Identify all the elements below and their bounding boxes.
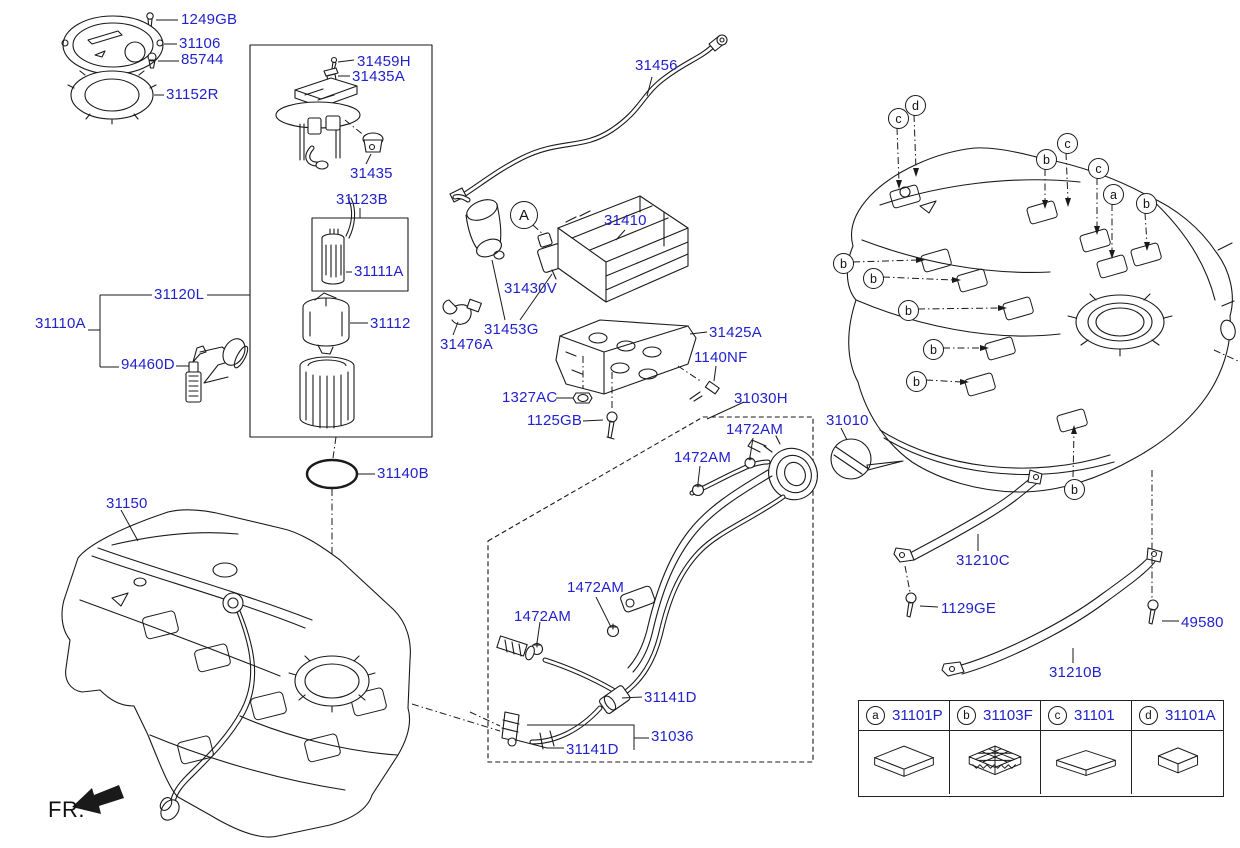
part-label-1472am-4: 1472AM (514, 608, 572, 625)
part-label-1472am-1: 1472AM (726, 421, 784, 438)
part-label-1472am-3: 1472AM (567, 579, 625, 596)
legend-part-b: 31103F (983, 707, 1033, 724)
part-label-1129ge: 1129GE (941, 600, 997, 617)
part-label-1140nf: 1140NF (694, 349, 748, 366)
legend-part-a: 31101P (892, 707, 943, 724)
pad-d-icon (1157, 746, 1198, 773)
part-label-94460d: 94460D (121, 356, 175, 373)
part-label-31141d-1: 31141D (644, 689, 697, 706)
tank-callout-c-2: c (1057, 133, 1078, 154)
fuel-cap-drawing (830, 427, 904, 480)
part-label-31435: 31435 (350, 165, 393, 182)
part-label-31150: 31150 (106, 495, 148, 512)
part-label-31425a: 31425A (709, 324, 762, 341)
tank-callout-b-7: b (906, 371, 927, 392)
part-label-31111a: 31111A (354, 263, 404, 280)
part-label-31430v: 31430V (504, 280, 557, 297)
part-label-1249gb: 1249GB (181, 11, 238, 28)
tank-callout-b-5: b (898, 300, 919, 321)
part-label-31152r: 31152R (166, 86, 219, 103)
part-label-31410: 31410 (604, 212, 647, 229)
tank-callout-b-6: b (923, 339, 944, 360)
legend-icon-pad-d (1132, 731, 1223, 794)
tank-callout-b-2: b (1136, 193, 1157, 214)
part-label-1472am-2: 1472AM (674, 449, 732, 466)
tank-callout-b-4: b (863, 268, 884, 289)
tank-band-drawing (893, 469, 1179, 677)
right-fuel-tank-drawing (846, 114, 1239, 493)
tank-callout-b-3: b (833, 253, 854, 274)
part-label-31123b: 31123B (336, 191, 388, 208)
vapor-tube-drawing (449, 34, 728, 203)
part-label-31453g: 31453G (484, 321, 539, 338)
pump-module-drawing (249, 44, 433, 438)
canister-drawing (442, 193, 720, 440)
part-label-31456: 31456 (635, 57, 678, 74)
legend-letter-a: a (866, 706, 885, 725)
part-label-31106: 31106 (179, 35, 221, 52)
part-label-31210c: 31210C (956, 552, 1010, 569)
part-label-31010: 31010 (826, 412, 869, 429)
tank-callout-b-8: b (1064, 479, 1085, 500)
part-label-31459h: 31459H (357, 53, 411, 70)
left-fuel-tank-drawing (61, 509, 501, 838)
part-label-1125gb: 1125GB (527, 412, 583, 429)
part-label-31210b: 31210B (1049, 664, 1102, 681)
tank-callout-c-3: c (1088, 158, 1109, 179)
fuel-sender-drawing (88, 294, 250, 403)
part-label-31120l: 31120L (154, 286, 205, 303)
part-label-49580: 49580 (1181, 614, 1224, 631)
part-label-31110a: 31110A (35, 315, 86, 332)
tank-callout-a-1: a (1103, 184, 1124, 205)
legend-icon-pad-a (859, 731, 950, 794)
part-label-1327ac: 1327AC (502, 389, 558, 406)
filler-pipe-drawing (469, 401, 818, 763)
legend-letter-b: b (957, 706, 976, 725)
pad-b-icon (968, 745, 1022, 775)
part-label-31476a: 31476A (440, 336, 493, 353)
fr-direction-arrow (72, 785, 124, 814)
part-label-31435a: 31435A (352, 68, 405, 85)
pad-a-icon (874, 745, 934, 777)
legend-part-c: 31101 (1074, 707, 1115, 724)
legend-header-c: c 31101 (1041, 701, 1132, 731)
section-marker-a: A (510, 201, 538, 229)
legend-header-d: d 31101A (1132, 701, 1223, 731)
legend-header-b: b 31103F (950, 701, 1041, 731)
legend-letter-d: d (1139, 706, 1158, 725)
cover-plate-drawing (61, 12, 179, 125)
pad-c-icon (1056, 749, 1116, 776)
tank-callout-d-1: d (905, 95, 926, 116)
tank-callout-c-1: c (888, 108, 909, 129)
fr-label: FR. (48, 797, 85, 822)
legend-header-a: a 31101P (859, 701, 950, 731)
part-label-31036: 31036 (651, 728, 694, 745)
tank-callout-b-1: b (1036, 149, 1057, 170)
part-label-31112: 31112 (370, 315, 411, 332)
part-label-85744: 85744 (181, 51, 224, 68)
legend-part-d: 31101A (1165, 707, 1216, 724)
legend-icon-pad-c (1041, 731, 1132, 794)
pad-legend-table: a 31101P b 31103F c 31101 d 31101A (858, 700, 1224, 797)
part-label-31141d-2: 31141D (566, 741, 619, 758)
legend-letter-c: c (1048, 706, 1067, 725)
legend-icon-pad-b (950, 731, 1041, 794)
part-label-31030h: 31030H (734, 390, 788, 407)
part-label-31140b: 31140B (377, 465, 429, 482)
